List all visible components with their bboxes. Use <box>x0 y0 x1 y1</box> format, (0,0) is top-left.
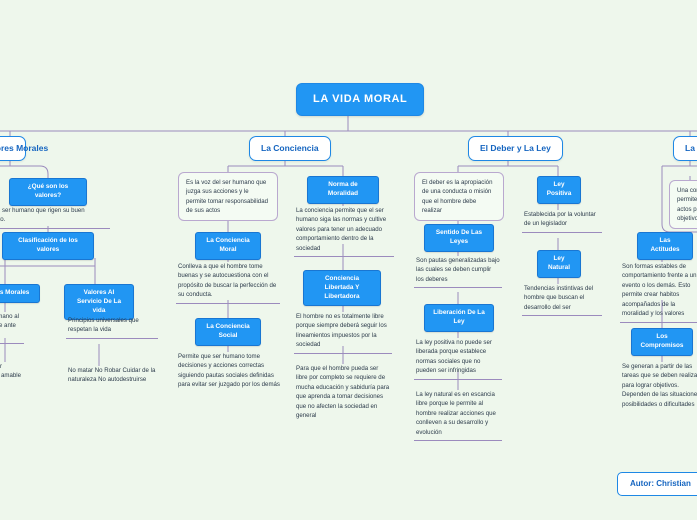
author-label: Autor: Christian <box>617 472 697 496</box>
node-liberacion-ley-desc: La ley positiva no puede ser liberada po… <box>414 338 502 380</box>
branch-header-la-conciencia[interactable]: La Conciencia <box>249 136 331 161</box>
node-la-conciencia-moral-tag[interactable]: La Conciencia Moral <box>195 232 261 260</box>
node-valores-servicio-lista: No matar No Robar Cuidar de la naturalez… <box>68 367 156 384</box>
node-los-compromisos-tag[interactable]: Los Compromisos <box>631 328 693 356</box>
node-valores-morales-desc: Son del ser humano al poder mostrarse an… <box>0 312 24 345</box>
node-liberacion-de-la-ley-tag[interactable]: Liberación De La Ley <box>424 304 494 332</box>
node-conciencia-libertada-tag[interactable]: Conciencia Libertada Y Libertadora <box>303 270 381 307</box>
node-conducta-definicion: Una conducta permite realizar actos para… <box>669 180 697 229</box>
node-ley-positiva-desc: Establecida por la voluntar de un legisl… <box>522 210 602 233</box>
node-conciencia-libertada-desc: El hombre no es totalmente libre porque … <box>294 312 392 354</box>
node-ley-positiva-tag[interactable]: Ley Positiva <box>537 176 581 204</box>
branch-header-el-deber-y-la-ley[interactable]: El Deber y La Ley <box>468 136 563 161</box>
node-ley-natural-desc: Tendencias instintivas del hombre que bu… <box>522 284 602 317</box>
root-node-la-vida-moral[interactable]: LA VIDA MORAL <box>296 83 425 116</box>
node-la-conciencia-social-tag[interactable]: La Conciencia Social <box>195 318 261 346</box>
node-norma-de-moralidad-tag[interactable]: Norma de Moralidad <box>307 176 379 204</box>
node-valores-morales-lista: Ser honesto Ser respetuoso Ser amable Se… <box>0 363 22 380</box>
node-las-actitudes-tag[interactable]: Las Actitudes <box>637 232 693 260</box>
node-liberacion-ley-desc2: La ley natural es en escancia libre porq… <box>414 390 502 442</box>
node-conciencia-libertada-desc2: Para que el hombre pueda ser libre por c… <box>296 365 390 420</box>
node-sentido-de-las-leyes-tag[interactable]: Sentido De Las Leyes <box>424 224 494 252</box>
node-valores-morales-tag[interactable]: Valores Morales <box>0 284 40 303</box>
node-conciencia-social-desc: Permite que ser humano tome decisiones y… <box>178 353 280 389</box>
node-valores-servicio-desc: Principios universales que respetan la v… <box>66 316 158 339</box>
node-las-actitudes-desc: Son formas estables de comportamiento fr… <box>620 262 697 323</box>
node-valores-definicion: Cualidades del ser humano que rigen su b… <box>0 206 110 229</box>
node-norma-moralidad-desc: La conciencia permite que el ser humano … <box>294 206 394 258</box>
node-ley-natural-tag[interactable]: Ley Natural <box>537 250 581 278</box>
branch-header-la-conducta[interactable]: La Conducta <box>673 136 697 161</box>
node-valores-al-servicio-de-la-vida-tag[interactable]: Valores Al Servicio De La vida <box>64 284 134 321</box>
node-conciencia-definicion: Es la voz del ser humano que juzga sus a… <box>178 172 278 221</box>
node-los-compromisos-desc: Se generan a partir de las tareas que se… <box>622 363 697 408</box>
branch-header-los-valores-morales[interactable]: Los Valores Morales <box>0 136 48 161</box>
node-sentido-leyes-desc: Son pautas generalizadas bajo las cuales… <box>414 256 502 289</box>
node-conciencia-moral-desc: Conlleva a que el hombre tome buenas y s… <box>176 262 280 304</box>
node-deber-definicion: El deber es la apropiación de una conduc… <box>414 172 504 221</box>
node-que-son-los-valores[interactable]: ¿Qué son los valores? <box>9 178 87 206</box>
node-clasificacion-de-los-valores[interactable]: Clasificación de los valores <box>2 232 94 260</box>
